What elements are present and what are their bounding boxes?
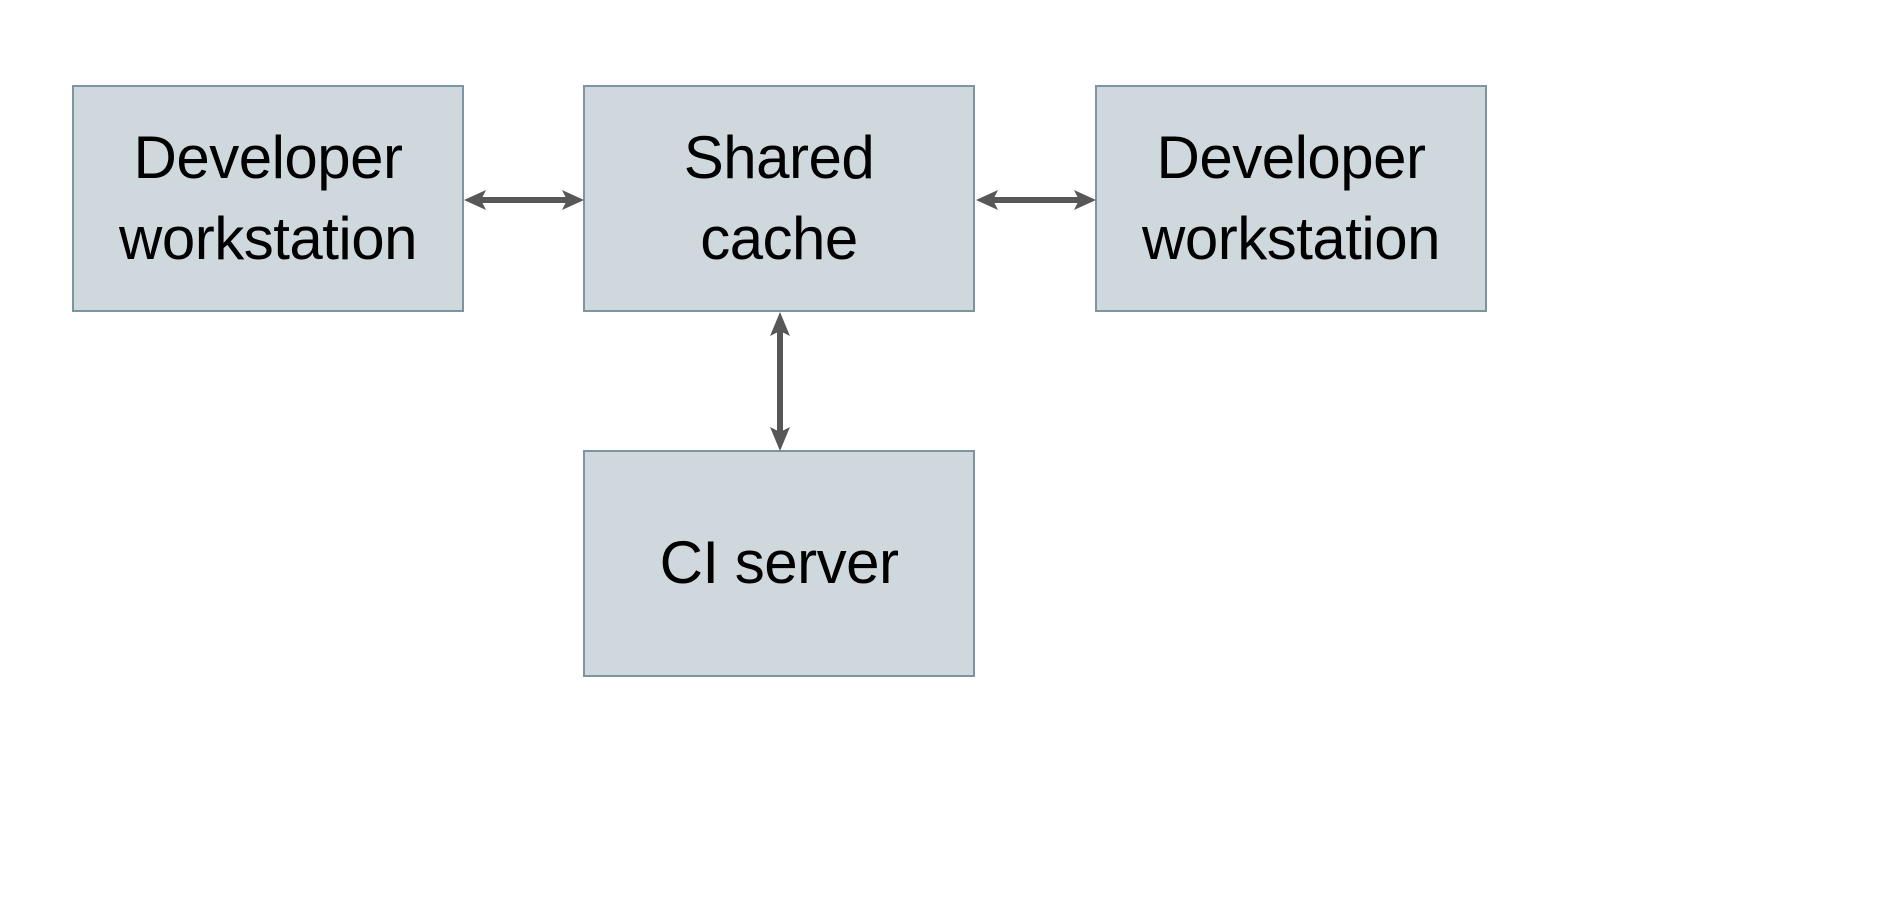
node-label: Developer workstation [1142, 124, 1440, 272]
node-developer-workstation-left[interactable]: Developer workstation [72, 85, 464, 312]
edge-shared-cache-to-dev-right [976, 178, 1096, 222]
edge-shared-cache-to-ci-server [758, 312, 802, 451]
edge-dev-left-to-shared-cache [464, 178, 584, 222]
node-shared-cache[interactable]: Shared cache [583, 85, 975, 312]
double-headed-arrow-icon [464, 190, 584, 210]
node-label: CI server [659, 529, 899, 597]
node-developer-workstation-right[interactable]: Developer workstation [1095, 85, 1487, 312]
double-headed-arrow-icon [976, 190, 1096, 210]
node-ci-server[interactable]: CI server [583, 450, 975, 677]
node-label: Developer workstation [119, 124, 417, 272]
node-label: Shared cache [683, 124, 875, 272]
double-headed-arrow-icon [770, 312, 790, 451]
